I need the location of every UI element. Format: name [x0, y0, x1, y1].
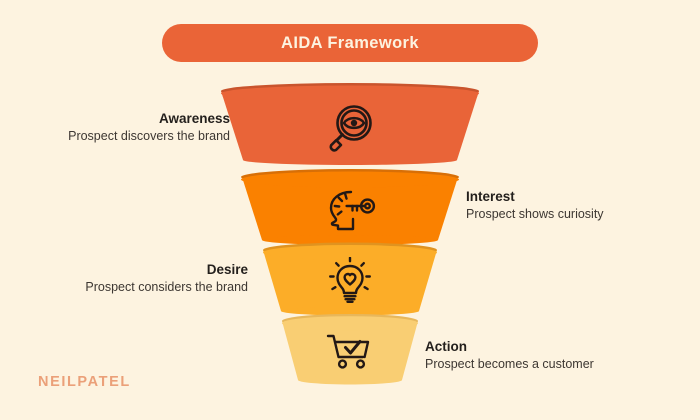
funnel-stage-awareness[interactable] — [213, 82, 487, 168]
funnel-stage-awareness-shape — [221, 83, 479, 165]
stage-label-interest: Interest Prospect shows curiosity — [466, 188, 696, 224]
stage-label-desire: Desire Prospect considers the brand — [18, 261, 248, 297]
stage-label-action-description: Prospect becomes a customer — [425, 357, 594, 372]
stage-label-desire-description: Prospect considers the brand — [85, 280, 248, 295]
magnifying-glass-eye-icon — [323, 102, 377, 154]
title-banner: AIDA Framework — [162, 24, 538, 62]
stage-label-awareness-description: Prospect discovers the brand — [68, 129, 230, 144]
stage-label-awareness-title: Awareness — [158, 111, 230, 126]
neilpatel-logo: NEILPATEL — [38, 374, 131, 390]
funnel-stage-interest[interactable] — [233, 168, 467, 248]
funnel-stage-desire[interactable] — [254, 241, 446, 319]
funnel-stage-desire-shape — [263, 242, 437, 316]
stage-label-interest-description: Prospect shows curiosity — [466, 207, 604, 222]
stage-label-desire-title: Desire — [206, 262, 248, 277]
aida-funnel-diagram — [0, 82, 700, 387]
stage-label-action-title: Action — [425, 339, 467, 354]
funnel-stage-action[interactable] — [273, 312, 427, 388]
stage-label-interest-title: Interest — [466, 189, 515, 204]
stage-label-awareness: Awareness Prospect discovers the brand — [0, 110, 230, 146]
stage-label-action: Action Prospect becomes a customer — [425, 338, 655, 374]
shopping-cart-check-icon — [322, 329, 378, 373]
lightbulb-heart-icon — [324, 257, 376, 305]
page-title: AIDA Framework — [281, 33, 419, 52]
funnel-stage-interest-shape — [241, 169, 459, 245]
head-with-key-icon — [322, 185, 378, 233]
